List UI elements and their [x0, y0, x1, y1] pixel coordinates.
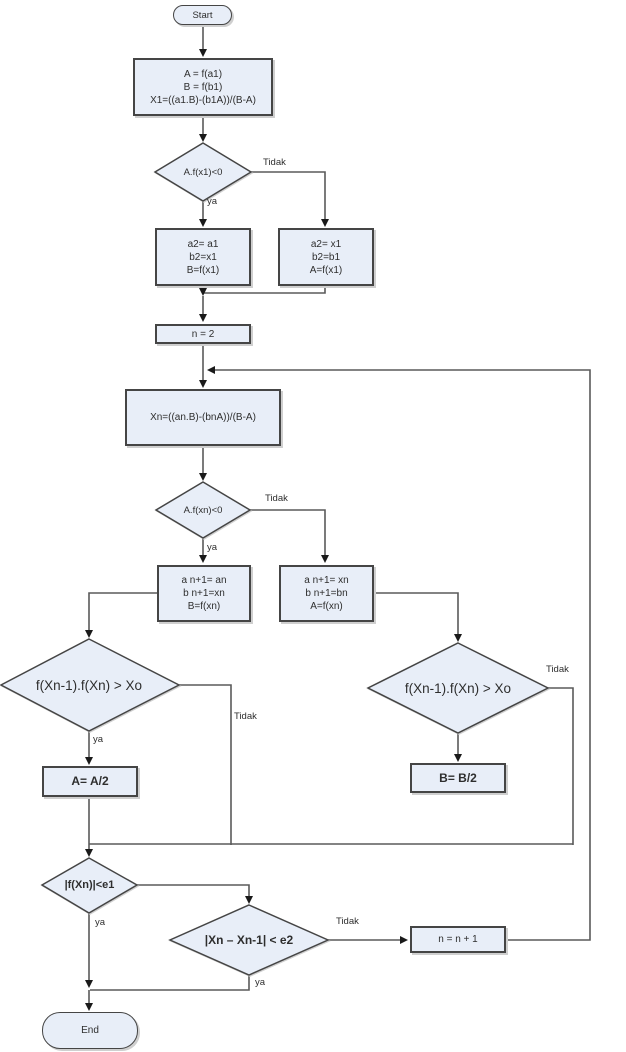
init-node: A = f(a1) B = f(b1) X1=((a1.B)-(b1A))/(B… — [133, 58, 273, 116]
arrowhead — [199, 380, 207, 388]
assign-right1-line: b2=b1 — [311, 251, 341, 263]
halve-b-node: B= B/2 — [410, 763, 506, 793]
decision2-label: A.f(xn)<0 — [183, 504, 223, 516]
assign-left1-node: a2= a1 b2=x1 B=f(x1) — [155, 228, 251, 286]
arrowhead — [199, 219, 207, 227]
arrowhead — [454, 754, 462, 762]
assign-right1-line: a2= x1 — [310, 238, 342, 250]
arrowhead — [199, 473, 207, 481]
arrowheads — [85, 49, 462, 1011]
compute-xn-node: Xn=((an.B)-(bnA))/(B-A) — [125, 389, 281, 446]
arrowhead — [85, 849, 93, 857]
connector-lines — [88, 24, 591, 1004]
init-line: X1=((a1.B)-(b1A))/(B-A) — [150, 94, 256, 106]
edge-feedback-loop — [215, 369, 591, 941]
decision1-diamond — [153, 142, 253, 202]
decision1-ya-label: ya — [207, 196, 218, 207]
assign-left2-line: a n+1= an — [181, 575, 227, 586]
halve-b-label: B= B/2 — [439, 770, 477, 785]
arrowhead — [207, 366, 215, 374]
decision-right-label: f(Xn-1).f(Xn) > Xo — [404, 680, 512, 696]
assign-right2-line: A=f(xn) — [310, 601, 343, 612]
assign-right1-node: a2= x1 b2=b1 A=f(x1) — [278, 228, 374, 286]
edge-right1-join — [204, 286, 326, 294]
arrowhead — [199, 134, 207, 142]
edge-decisione1-decisione2 — [137, 884, 250, 897]
decision1-label: A.f(x1)<0 — [183, 166, 223, 178]
arrowhead — [85, 630, 93, 638]
assign-right2-line: b n+1=bn — [305, 588, 348, 599]
edge-decision2-tidak — [250, 509, 326, 556]
decision-e2-tidak-label: Tidak — [336, 916, 359, 927]
decision1-tidak-label: Tidak — [263, 157, 286, 168]
decision2-ya-label: ya — [207, 542, 218, 553]
assign-left1-line: a2= a1 — [187, 238, 219, 250]
assign-right2-line: a n+1= xn — [304, 575, 349, 586]
decision-left-label: f(Xn-1).f(Xn) > Xo — [35, 677, 143, 693]
decision-e2-ya-label: ya — [255, 977, 266, 988]
decision-e2-label: |Xn – Xn-1| < e2 — [204, 933, 294, 947]
compute-xn-label: Xn=((an.B)-(bnA))/(B-A) — [150, 412, 256, 423]
arrowhead — [85, 980, 93, 988]
arrowhead — [321, 555, 329, 563]
edge-left2-decisionleft — [88, 592, 157, 631]
init-line: B = f(b1) — [183, 81, 223, 93]
assign-left1-line: b2=x1 — [189, 251, 217, 263]
decision-left-tidak-label: Tidak — [234, 711, 257, 722]
set-n-node: n = 2 — [155, 324, 251, 344]
arrowhead — [85, 757, 93, 765]
arrowhead — [199, 288, 207, 296]
edge-right2-decisionright — [373, 592, 459, 635]
arrowhead — [199, 314, 207, 322]
end-label: End — [81, 1025, 99, 1036]
decision-left-ya-label: ya — [93, 734, 104, 745]
assign-right2-node: a n+1= xn b n+1=bn A=f(xn) — [279, 565, 374, 622]
arrowhead — [245, 896, 253, 904]
decision-right-diamond — [366, 642, 550, 734]
decision-e2-diamond — [168, 904, 330, 976]
increment-n-label: n = n + 1 — [438, 934, 478, 945]
increment-n-node: n = n + 1 — [410, 926, 506, 953]
edge-decision1-tidak — [251, 171, 326, 220]
decision-e1-diamond — [40, 857, 139, 914]
edge-decisionleft-tidak — [179, 684, 232, 845]
arrowhead — [321, 219, 329, 227]
start-label: Start — [192, 9, 213, 21]
decision-e1-label: |f(Xn)|<e1 — [64, 879, 115, 891]
assign-left2-line: B=f(xn) — [187, 601, 221, 612]
assign-left1-line: B=f(x1) — [186, 264, 220, 276]
decision-left-diamond — [0, 638, 181, 732]
assign-left2-line: b n+1=xn — [183, 588, 225, 599]
halve-a-label: A= A/2 — [71, 774, 109, 788]
arrowhead — [454, 634, 462, 642]
start-node: Start — [173, 5, 232, 25]
edge-decisione2-ya — [90, 975, 250, 991]
arrowhead — [85, 1003, 93, 1011]
halve-a-node: A= A/2 — [42, 766, 138, 797]
edge-decisionright-tidak — [548, 687, 574, 845]
set-n-label: n = 2 — [191, 328, 215, 340]
init-line: A = f(a1) — [183, 68, 223, 80]
decision2-diamond — [154, 481, 252, 539]
assign-left2-node: a n+1= an b n+1=xn B=f(xn) — [157, 565, 251, 622]
decision-e1-ya-label: ya — [95, 917, 106, 928]
end-node: End — [42, 1012, 138, 1049]
decision2-tidak-label: Tidak — [265, 493, 288, 504]
arrowhead — [199, 49, 207, 57]
arrowhead — [199, 555, 207, 563]
arrowhead — [400, 936, 408, 944]
decision-right-tidak-label: Tidak — [546, 664, 569, 675]
assign-right1-line: A=f(x1) — [309, 264, 343, 276]
decision-diamonds — [0, 142, 550, 976]
